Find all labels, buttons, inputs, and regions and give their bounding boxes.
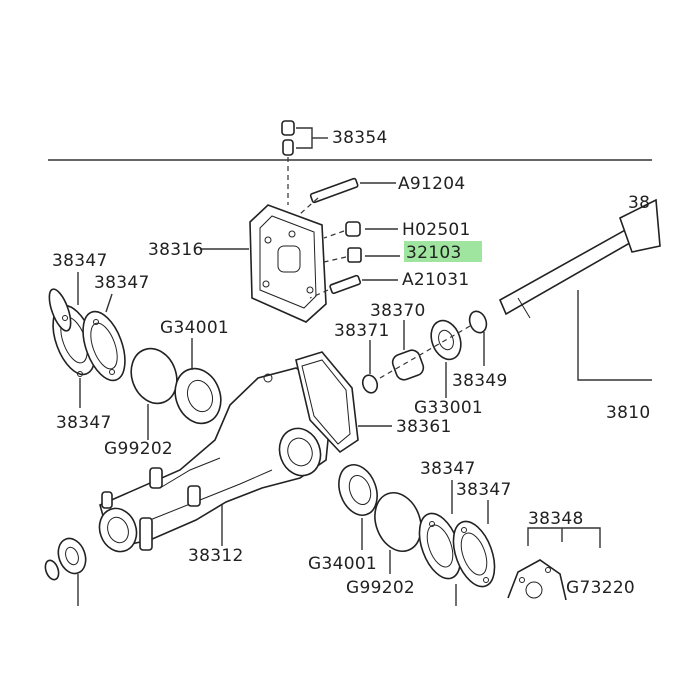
snap-ring-38349	[468, 310, 488, 366]
label-A91204[interactable]: A91204	[398, 174, 466, 194]
spacer-38370	[391, 320, 425, 381]
axle-bearing-left	[44, 537, 87, 606]
label-32103[interactable]: 32103	[406, 243, 462, 263]
label-38347-right-mid[interactable]: 38347	[456, 480, 512, 500]
label-G34001-right[interactable]: G34001	[308, 554, 377, 574]
label-38370[interactable]: 38370	[370, 301, 426, 321]
highlight-box	[404, 241, 482, 262]
assembly-line-H02501	[323, 230, 345, 239]
label-G73220[interactable]: G73220	[566, 578, 635, 598]
label-G99202-left[interactable]: G99202	[104, 439, 173, 459]
left-shim-group	[48, 272, 126, 408]
label-38-cutoff[interactable]: 38	[628, 193, 650, 213]
label-H02501[interactable]: H02501	[402, 220, 471, 240]
stud-A91204	[309, 177, 396, 204]
label-A21031[interactable]: A21031	[402, 270, 470, 290]
label-38371[interactable]: 38371	[334, 321, 390, 341]
gasket-38361	[295, 351, 392, 454]
right-shim-group	[418, 480, 496, 606]
label-G99202-right[interactable]: G99202	[346, 578, 415, 598]
drive-pinion-shaft	[498, 198, 661, 381]
washer-38371	[361, 340, 379, 394]
label-38348[interactable]: 38348	[528, 509, 584, 529]
label-38312[interactable]: 38312	[188, 546, 244, 566]
assembly-line-A91204	[299, 197, 319, 215]
plug-38354	[281, 120, 328, 156]
label-38354[interactable]: 38354	[332, 128, 388, 148]
label-G33001[interactable]: G33001	[414, 398, 483, 418]
label-38316[interactable]: 38316	[148, 240, 204, 260]
label-38347-mid[interactable]: 38347	[94, 273, 150, 293]
label-38361[interactable]: 38361	[396, 417, 452, 437]
label-38347-right-top[interactable]: 38347	[420, 459, 476, 479]
assembly-line-32103	[323, 256, 347, 263]
bolt-A21031	[329, 274, 398, 295]
o-ring-G99202-left	[130, 347, 178, 440]
rear-cover-38316	[200, 204, 327, 323]
label-38347-top[interactable]: 38347	[52, 251, 108, 271]
label-G34001-left[interactable]: G34001	[160, 318, 229, 338]
assembly-line-A21031	[309, 289, 329, 299]
label-38349[interactable]: 38349	[452, 371, 508, 391]
plug-32103	[347, 247, 400, 263]
nut-H02501	[345, 221, 398, 237]
label-38347-bottom[interactable]: 38347	[56, 413, 112, 433]
bearing-G34001-left	[174, 338, 222, 425]
o-ring-G99202-right	[374, 492, 422, 574]
bearing-G34001-right	[338, 464, 378, 550]
side-flange-38348	[507, 527, 601, 601]
label-3810-cutoff[interactable]: 3810	[606, 403, 650, 423]
